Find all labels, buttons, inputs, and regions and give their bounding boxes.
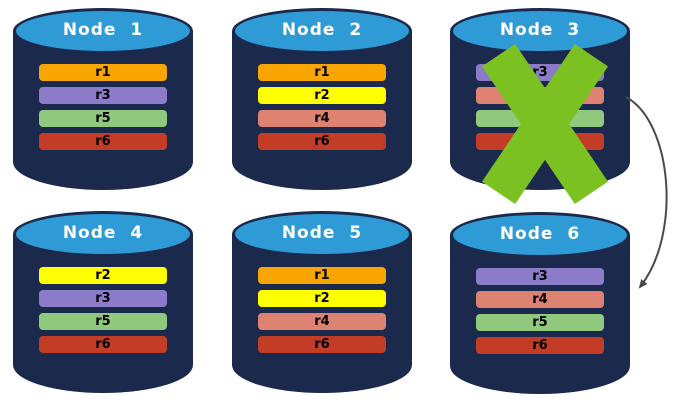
replica-bar-r2: r2 <box>258 290 386 307</box>
replica-label: r6 <box>95 134 111 149</box>
replica-label: r6 <box>314 337 330 352</box>
replica-bar-r3: r3 <box>39 87 167 104</box>
node-1: Node 1 r1 r3 r5 r6 <box>13 8 193 190</box>
node-6-title: Node 6 <box>499 224 581 244</box>
replica-bar-r5: r5 <box>39 110 167 127</box>
replica-bar-r2: r2 <box>39 267 167 284</box>
node-3-cylinder-top: Node 3 <box>450 8 630 54</box>
replica-label: r5 <box>95 314 111 329</box>
node-5: Node 5 r1 r2 r4 r6 <box>232 211 412 393</box>
node-6: Node 6 r3 r4 r5 r6 <box>450 212 630 394</box>
node-failure-x-icon <box>474 44 616 204</box>
replica-label: r5 <box>95 111 111 126</box>
replica-bar-r2: r2 <box>258 87 386 104</box>
replica-bar-r4: r4 <box>258 313 386 330</box>
replica-bar-r6: r6 <box>258 336 386 353</box>
node-1-title: Node 1 <box>62 20 144 40</box>
node-2-replica-list: r1 r2 r4 r6 <box>258 64 386 150</box>
replica-bar-r6: r6 <box>258 133 386 150</box>
replica-bar-r1: r1 <box>258 267 386 284</box>
replica-label: r6 <box>95 337 111 352</box>
replica-label: r3 <box>95 291 111 306</box>
node-2-cylinder-top: Node 2 <box>232 8 412 54</box>
node-4-replica-list: r2 r3 r5 r6 <box>39 267 167 353</box>
node-2: Node 2 r1 r2 r4 r6 <box>232 8 412 190</box>
replica-bar-r4: r4 <box>258 110 386 127</box>
replica-label: r3 <box>95 88 111 103</box>
replica-bar-r1: r1 <box>39 64 167 81</box>
failover-arrow-path <box>625 96 668 289</box>
node-4-title: Node 4 <box>62 223 144 243</box>
node-6-replica-list: r3 r4 r5 r6 <box>476 268 604 354</box>
node-6-cylinder-top: Node 6 <box>450 212 630 258</box>
replica-label: r4 <box>314 111 330 126</box>
replica-bar-r6: r6 <box>39 133 167 150</box>
replica-bar-r1: r1 <box>258 64 386 81</box>
node-5-title: Node 5 <box>281 223 363 243</box>
replica-bar-r6: r6 <box>39 336 167 353</box>
replica-bar-r5: r5 <box>39 313 167 330</box>
replica-bar-r6: r6 <box>476 337 604 354</box>
replica-label: r3 <box>532 269 548 284</box>
replica-label: r2 <box>95 268 111 283</box>
replica-bar-r4: r4 <box>476 291 604 308</box>
node-4-cylinder-top: Node 4 <box>13 211 193 257</box>
replica-label: r4 <box>314 314 330 329</box>
replica-label: r6 <box>314 134 330 149</box>
replica-bar-r5: r5 <box>476 314 604 331</box>
replica-label: r1 <box>314 268 330 283</box>
replica-label: r2 <box>314 291 330 306</box>
replica-label: r2 <box>314 88 330 103</box>
node-2-title: Node 2 <box>281 20 363 40</box>
node-3-title: Node 3 <box>499 20 581 40</box>
replica-label: r1 <box>314 65 330 80</box>
node-5-replica-list: r1 r2 r4 r6 <box>258 267 386 353</box>
node-5-cylinder-top: Node 5 <box>232 211 412 257</box>
node-1-replica-list: r1 r3 r5 r6 <box>39 64 167 150</box>
replica-label: r5 <box>532 315 548 330</box>
node-1-cylinder-top: Node 1 <box>13 8 193 54</box>
replica-label: r4 <box>532 292 548 307</box>
node-4: Node 4 r2 r3 r5 r6 <box>13 211 193 393</box>
replica-bar-r3: r3 <box>39 290 167 307</box>
replica-label: r6 <box>532 338 548 353</box>
replica-bar-r3: r3 <box>476 268 604 285</box>
replica-label: r1 <box>95 65 111 80</box>
